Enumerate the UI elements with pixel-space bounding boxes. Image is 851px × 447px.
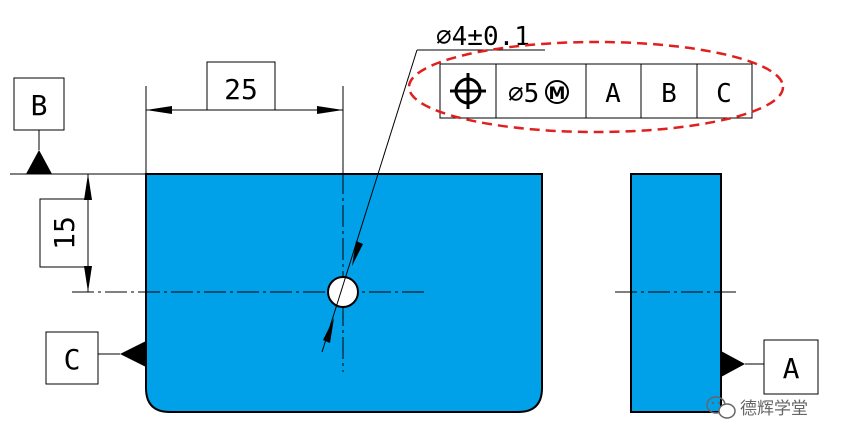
datum-a-box <box>763 339 819 395</box>
watermark-text: 德辉学堂 <box>740 399 808 419</box>
wechat-icon <box>706 396 736 419</box>
fcf-datum-b: B <box>661 79 677 109</box>
dimension-25-value: 25 <box>224 73 258 106</box>
dimension-25-box <box>206 61 276 111</box>
dimension-25-arrow-left <box>146 106 172 114</box>
datum-c-box <box>45 331 99 385</box>
side-view-part <box>630 173 722 413</box>
datum-a-triangle <box>721 351 745 377</box>
position-icon <box>450 73 486 109</box>
hole-circle <box>327 276 359 308</box>
fcf-tolerance: ⌀5 <box>508 79 539 109</box>
dimension-15-arrow-top <box>84 174 92 200</box>
datum-c-triangle <box>120 341 146 367</box>
highlight-ellipse <box>407 40 785 134</box>
mmc-modifier-icon <box>545 80 569 104</box>
fcf-datum-a: A <box>605 79 621 109</box>
hole-leader-arrow-bottom <box>323 318 334 343</box>
dimension-15-box <box>39 198 89 268</box>
datum-c-label: C <box>64 343 81 376</box>
feature-control-frame <box>439 63 753 119</box>
datum-b-triangle <box>26 150 52 174</box>
datum-a-label: A <box>783 352 800 385</box>
fcf-modifier: M <box>549 84 566 104</box>
dimension-15-value: 15 <box>48 216 81 250</box>
dimension-15-arrow-bottom <box>84 266 92 292</box>
dimension-25-arrow-right <box>317 106 343 114</box>
hole-leader-arrow-top <box>352 241 363 266</box>
hole-leader-line <box>321 49 418 353</box>
fcf-datum-c: C <box>716 79 732 109</box>
datum-b-label: B <box>31 89 48 122</box>
